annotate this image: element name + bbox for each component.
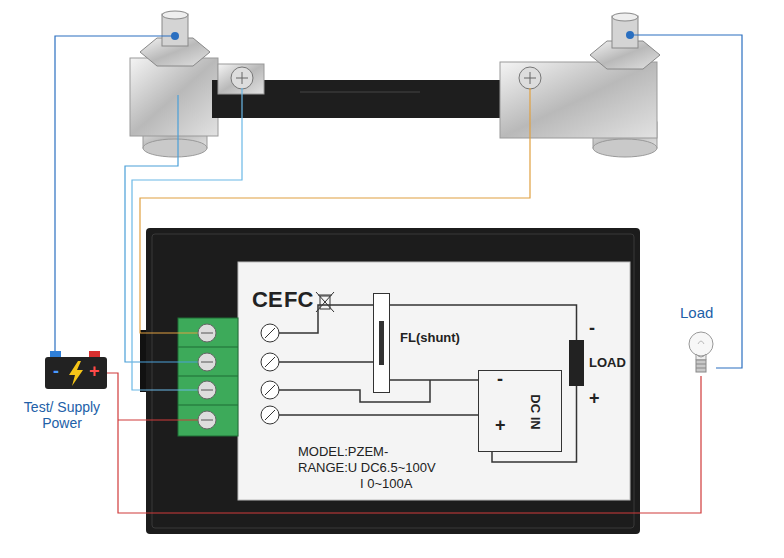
screw-slot xyxy=(524,72,536,84)
polarity-sign: - xyxy=(53,361,59,382)
shunt-foot xyxy=(593,139,657,157)
bulb-base xyxy=(696,360,706,372)
bulb-filament xyxy=(698,341,704,344)
schematic-wire xyxy=(279,414,478,416)
terminal-block xyxy=(178,318,238,436)
polarity-sign: - xyxy=(589,318,595,339)
wire-dot xyxy=(626,31,634,39)
wire xyxy=(55,36,175,351)
shunt-bolt xyxy=(612,13,638,21)
dc-in-label: DC IN xyxy=(528,394,543,429)
terminal-divider xyxy=(178,347,238,405)
shunt-label: FL(shunt) xyxy=(400,331,460,346)
bulb-thread xyxy=(696,364,706,368)
housing-edge xyxy=(152,234,634,528)
label-panel xyxy=(238,262,630,500)
shunt-block xyxy=(130,58,218,136)
model-text: MODEL:PZEM- xyxy=(298,445,388,460)
current-range-text: I 0~100A xyxy=(360,477,412,492)
screw-slot xyxy=(236,72,248,84)
meter-housing xyxy=(146,228,640,534)
polarity-sign: + xyxy=(589,388,600,409)
bin-lid xyxy=(318,295,332,296)
certification-mark: FC xyxy=(284,287,313,312)
schematic-terminals xyxy=(261,324,279,424)
terminal-slot xyxy=(265,328,275,420)
certification-mark: CE xyxy=(252,287,283,312)
wire xyxy=(125,95,200,362)
shunt-foot xyxy=(143,139,207,157)
shunt-block xyxy=(500,62,657,138)
screw-slot xyxy=(201,333,213,420)
schematic-wire xyxy=(279,380,430,402)
bulb-glass xyxy=(689,332,713,356)
polarity-sign: + xyxy=(495,415,506,436)
polarity-sign: + xyxy=(89,361,100,382)
screw xyxy=(519,67,541,89)
bulb-neck xyxy=(696,354,706,360)
supply-label: Test/ Supply Power xyxy=(14,399,110,431)
polarity-sign: - xyxy=(497,369,503,390)
load-resistor-symbol: -LOAD+ xyxy=(569,340,584,386)
wire xyxy=(630,35,742,368)
screw xyxy=(231,67,253,89)
shunt-symbol: FL(shunt) xyxy=(373,293,390,393)
shunt-element xyxy=(379,321,384,365)
wire-connector xyxy=(390,379,478,381)
load-label: Load xyxy=(680,304,713,321)
dc-input-box: - DC IN + xyxy=(478,370,562,452)
wire-dot xyxy=(171,32,179,40)
wire xyxy=(118,419,200,420)
wire-connector xyxy=(107,373,701,513)
shunt-bolt xyxy=(162,11,188,19)
bulb-icon: Load xyxy=(688,330,714,376)
bulb-graphic xyxy=(688,330,714,376)
lightning-bolt xyxy=(69,361,83,386)
schematic-wire xyxy=(279,361,373,363)
wire xyxy=(140,88,530,333)
load-label: LOAD xyxy=(589,356,626,371)
range-text: RANGE:U DC6.5~100V xyxy=(298,461,436,476)
shunt-block xyxy=(218,64,264,94)
wire xyxy=(132,88,242,390)
shunt-bar-slot xyxy=(300,92,420,93)
battery-icon: -+Test/ Supply Power xyxy=(45,357,107,389)
terminal-screws xyxy=(198,324,216,429)
